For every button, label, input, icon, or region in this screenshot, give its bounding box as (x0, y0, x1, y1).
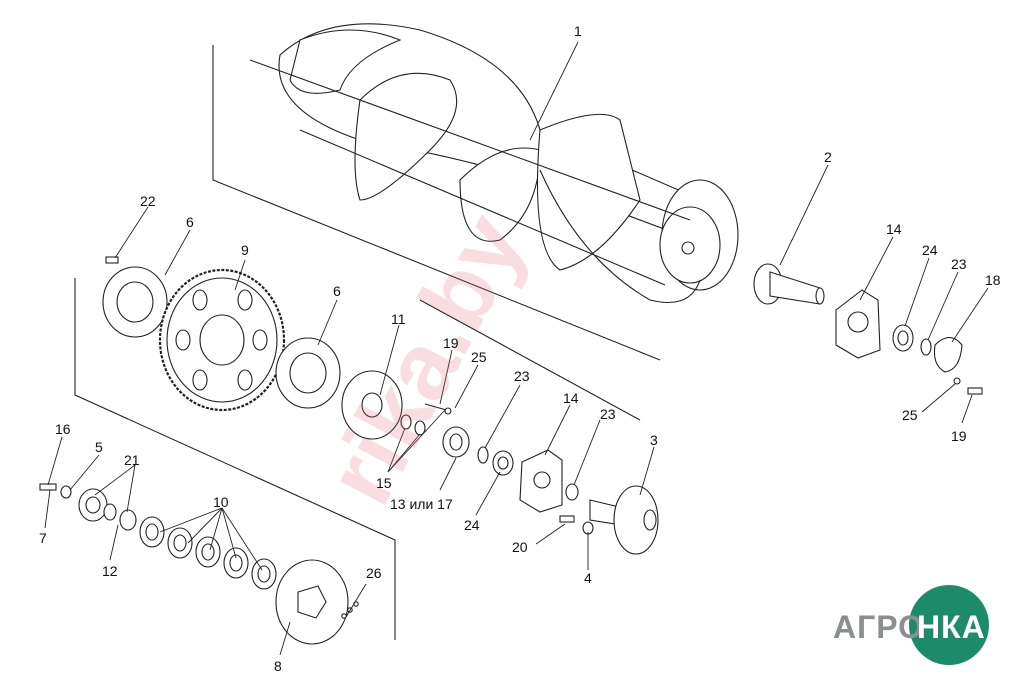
label-part-11: 11 (391, 311, 406, 327)
part-2-shaft (753, 263, 825, 305)
part-22-bolt (105, 256, 119, 264)
part-23-middle-b (565, 483, 579, 501)
label-part-7: 7 (39, 530, 47, 546)
part-13-bearing (442, 426, 470, 458)
part-23-upper (920, 338, 932, 356)
label-part-23b: 23 (600, 406, 616, 422)
part-3-shaft (589, 485, 659, 555)
label-part-24b: 24 (464, 517, 480, 533)
part-8-disc (275, 559, 349, 645)
label-part-24a: 24 (922, 242, 938, 258)
part-14-housing-upper (835, 289, 881, 359)
label-part-2: 2 (824, 149, 832, 165)
auger-body (249, 23, 739, 304)
label-part-6b: 6 (333, 283, 341, 299)
logo-text-right: НКА (917, 609, 986, 645)
part-21-bearing (78, 488, 108, 522)
label-part-8: 8 (274, 658, 282, 674)
label-part-3: 3 (650, 432, 658, 448)
part-10-spacers (139, 516, 277, 590)
label-part-26: 26 (366, 565, 382, 581)
part-24-upper (892, 324, 914, 352)
label-part-25b: 25 (902, 407, 918, 423)
label-part-21: 21 (124, 452, 140, 468)
part-5-washer (60, 485, 72, 499)
label-part-19b: 19 (951, 428, 967, 444)
part-23-middle-a (477, 446, 489, 464)
part-20-bolt (559, 515, 575, 523)
part-6-plate-right (275, 337, 341, 409)
part-11-hub (341, 370, 403, 440)
label-part-14b: 14 (886, 221, 902, 237)
part-12-ring (103, 503, 117, 521)
leader-lines (44, 41, 989, 656)
label-part-12: 12 (102, 563, 118, 579)
label-part-18: 18 (985, 272, 1001, 288)
part-21-seal (119, 509, 137, 531)
logo-circle (909, 585, 989, 665)
part-6-plate-left (102, 266, 168, 338)
label-part-23a: 23 (514, 368, 530, 384)
part-15-washer-b (414, 420, 426, 436)
label-part-4: 4 (584, 570, 592, 586)
label-part-22: 22 (140, 193, 156, 209)
part-15-washer-a (400, 414, 412, 430)
label-part-5: 5 (95, 439, 103, 455)
frame-lower-right (419, 299, 641, 421)
frame-upper (212, 45, 661, 361)
logo-text-left: АГРО (833, 609, 925, 645)
frame-middle (74, 278, 396, 640)
label-part-1: 1 (574, 23, 582, 39)
part-9-sprocket (158, 268, 286, 412)
label-part-16: 16 (55, 421, 71, 437)
label-part-10: 10 (213, 494, 229, 510)
part-18-cover (933, 336, 963, 373)
label-part-25a: 25 (471, 349, 487, 365)
label-part-19a: 19 (443, 335, 459, 351)
label-part-13-or-17: 13 или 17 (390, 496, 453, 512)
label-part-23c: 23 (951, 256, 967, 272)
agronka-logo: АГРО НКА (833, 585, 993, 665)
label-part-14a: 14 (563, 390, 579, 406)
part-14-housing-middle (519, 449, 563, 513)
part-24-middle (492, 450, 514, 476)
label-part-15: 15 (376, 475, 392, 491)
label-part-6a: 6 (186, 214, 194, 230)
label-part-20: 20 (512, 539, 528, 555)
label-part-9: 9 (241, 242, 249, 258)
